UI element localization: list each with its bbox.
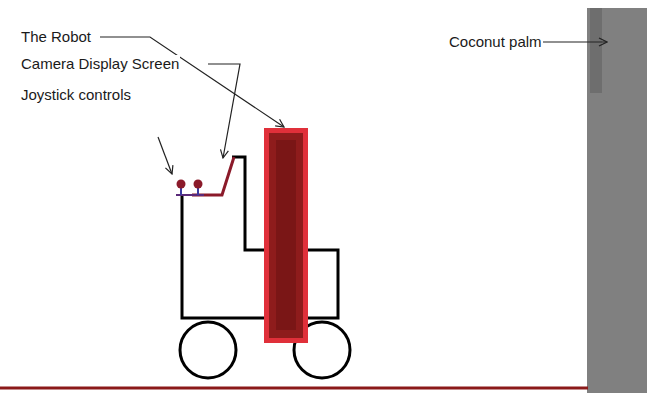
joystick-knob — [194, 180, 203, 189]
part-label: Joystick controls — [20, 86, 132, 104]
robot-inner — [269, 133, 303, 338]
ground-line — [0, 387, 588, 390]
robot-outer — [264, 128, 308, 343]
part-label: Coconut palm — [448, 33, 543, 51]
part-label: Camera Display Screen — [20, 55, 180, 73]
robot-core — [276, 140, 296, 330]
camera-screen — [192, 157, 234, 195]
joystick-knob — [177, 180, 186, 189]
cart-body — [182, 157, 338, 318]
leader-line — [100, 37, 284, 127]
palm-trunk — [587, 8, 647, 393]
leader-line — [208, 64, 240, 158]
palm-shade — [590, 8, 602, 93]
part-label: The Robot — [20, 28, 92, 46]
wheel — [180, 322, 236, 378]
leader-line — [536, 41, 607, 42]
leader-line — [158, 137, 172, 174]
